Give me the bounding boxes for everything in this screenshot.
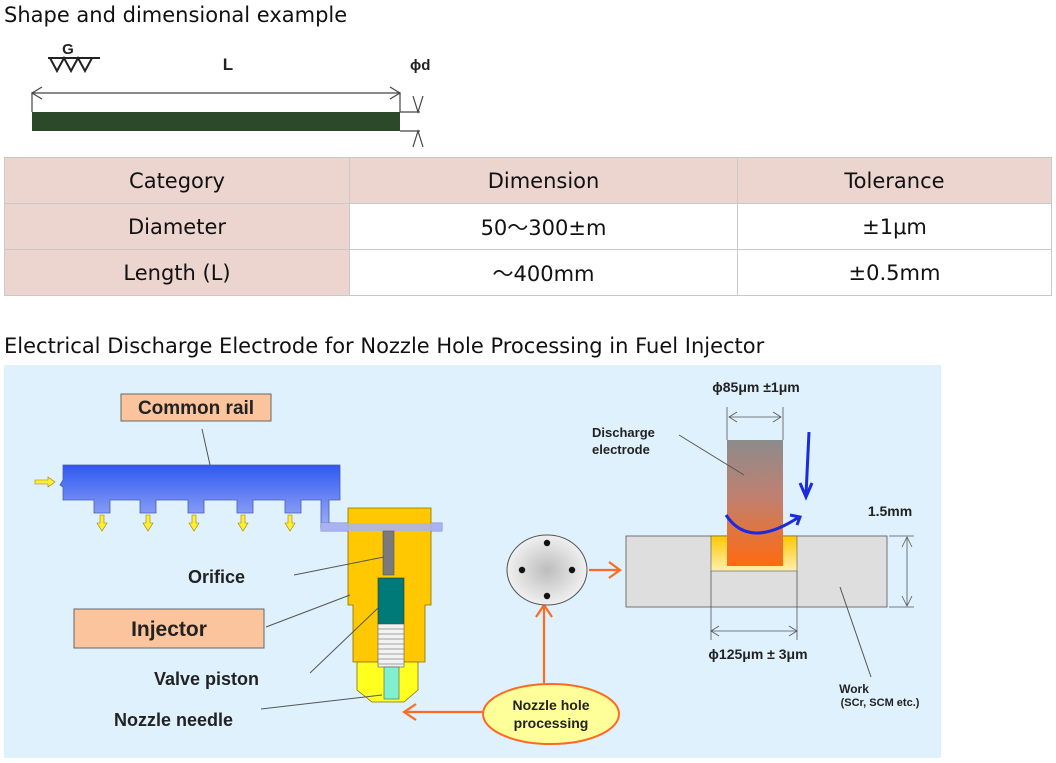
diameter-dimension-arrow bbox=[400, 95, 424, 148]
hole-diameter-label: ϕ125μm ± 3μm bbox=[708, 646, 807, 662]
process-arrows bbox=[402, 561, 622, 721]
section-heading-electrode: Electrical Discharge Electrode for Nozzl… bbox=[4, 334, 765, 358]
discharge-electrode-label-2: electrode bbox=[592, 442, 650, 457]
svg-text:Injector: Injector bbox=[131, 618, 207, 641]
electrode-diameter-label: ϕ85μm ±1μm bbox=[712, 379, 799, 395]
arrowhead bbox=[710, 625, 720, 637]
valve-piston-label: Valve piston bbox=[154, 669, 259, 689]
leader-line bbox=[839, 586, 872, 678]
cell-tolerance: ±0.5mm bbox=[737, 249, 1052, 296]
table-row: Length (L) 〜400mm ±0.5mm bbox=[4, 249, 1052, 296]
nozzle-disc-icon bbox=[506, 534, 588, 606]
grind-label: G bbox=[62, 41, 74, 58]
section-heading-shape: Shape and dimensional example bbox=[4, 3, 348, 27]
shape-dimension-figure: G L ϕd bbox=[30, 41, 430, 148]
svg-text:Nozzle hole: Nozzle hole bbox=[512, 697, 589, 713]
length-dimension-arrow bbox=[30, 86, 402, 112]
injector-leader-lines bbox=[260, 556, 385, 710]
table-row: Diameter 50〜300±m ±1μm bbox=[4, 203, 1052, 250]
outlet-arrows-icon bbox=[96, 514, 296, 532]
discharge-electrode bbox=[726, 407, 784, 566]
orifice-label: Orifice bbox=[188, 567, 245, 587]
cell-dimension: 50〜300±m bbox=[349, 203, 738, 250]
fuel-injector-diagram: Common rail bbox=[4, 365, 941, 758]
cell-category: Diameter bbox=[4, 203, 350, 250]
diameter-label: ϕd bbox=[410, 57, 430, 74]
table-header-row: Category Dimension Tolerance bbox=[4, 157, 1052, 204]
header-tolerance: Tolerance bbox=[737, 157, 1052, 204]
length-label: L bbox=[223, 55, 233, 74]
grind-symbol-icon bbox=[48, 55, 100, 74]
work-material-label: (SCr, SCM etc.) bbox=[841, 697, 920, 709]
inlet-arrow-icon bbox=[34, 476, 56, 488]
work-label: Work bbox=[839, 682, 869, 696]
leader-line bbox=[678, 434, 745, 476]
cell-tolerance: ±1μm bbox=[737, 203, 1052, 250]
header-category: Category bbox=[4, 157, 350, 204]
arrowhead bbox=[788, 625, 798, 637]
spec-table: Category Dimension Tolerance Diameter 50… bbox=[4, 157, 1052, 296]
svg-text:processing: processing bbox=[514, 715, 589, 731]
thickness-label: 1.5mm bbox=[868, 503, 912, 519]
electrode-rod bbox=[32, 112, 400, 131]
svg-text:Common rail: Common rail bbox=[138, 398, 254, 419]
feed-arrow-icon bbox=[724, 431, 814, 535]
leader-line bbox=[201, 428, 211, 466]
injector-body bbox=[321, 507, 442, 703]
injector-label: Injector bbox=[73, 608, 265, 649]
header-dimension: Dimension bbox=[349, 157, 738, 204]
nozzle-needle-label: Nozzle needle bbox=[114, 710, 233, 730]
nozzle-hole-processing-bubble: Nozzle hole processing bbox=[482, 683, 620, 745]
discharge-electrode-label: Discharge bbox=[592, 425, 655, 440]
common-rail-label: Common rail bbox=[120, 393, 272, 422]
cell-category: Length (L) bbox=[4, 249, 350, 296]
cell-dimension: 〜400mm bbox=[349, 249, 738, 296]
thickness-dimension-arrow bbox=[889, 535, 914, 608]
